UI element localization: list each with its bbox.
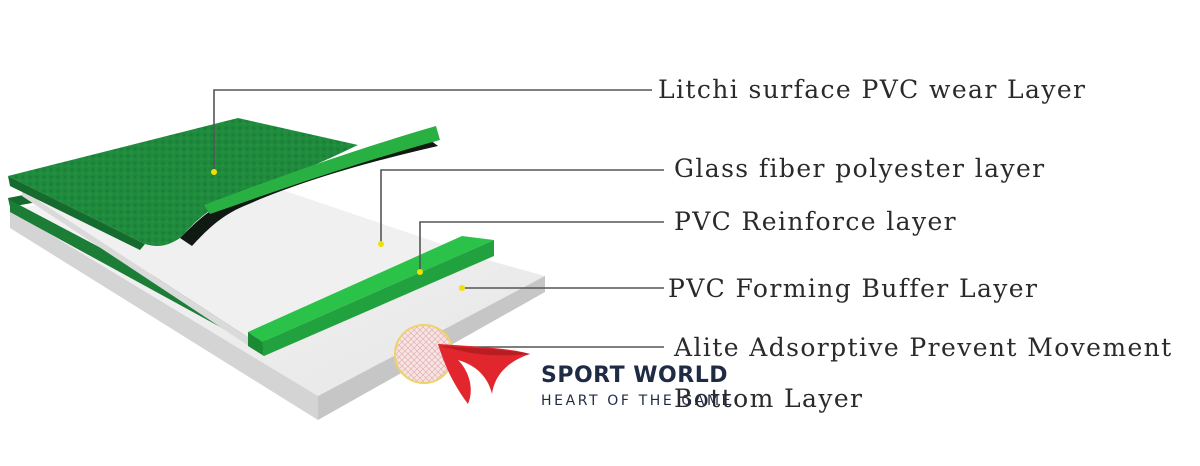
leader-line-wear — [213, 89, 652, 172]
label-bottom-layer: Bottom Layer — [674, 384, 864, 413]
dot-forming — [459, 285, 465, 291]
wear-layer-sheet — [8, 118, 440, 250]
dot-wear — [211, 169, 217, 175]
leader-line-glass-fiber — [380, 169, 664, 244]
watermark-title: SPORT WORLD — [541, 363, 728, 388]
dot-reinforce — [417, 269, 423, 275]
label-alite-adsorptive-layer: Alite Adsorptive Prevent Movement — [674, 333, 1173, 362]
label-glass-fiber-layer: Glass fiber polyester layer — [674, 154, 1046, 183]
leader-dots — [211, 169, 465, 291]
watermark-logo-mark — [438, 344, 530, 404]
label-pvc-forming-buffer-layer: PVC Forming Buffer Layer — [668, 274, 1039, 303]
leader-line-reinforce — [419, 221, 664, 272]
label-pvc-reinforce-layer: PVC Reinforce layer — [674, 207, 958, 236]
watermark-tagline: HEART OF THE GAME — [541, 393, 734, 409]
pvc-reinforce-strip — [248, 236, 494, 356]
label-wear-layer: Litchi surface PVC wear Layer — [658, 75, 1087, 104]
dot-glass-fiber — [378, 241, 384, 247]
